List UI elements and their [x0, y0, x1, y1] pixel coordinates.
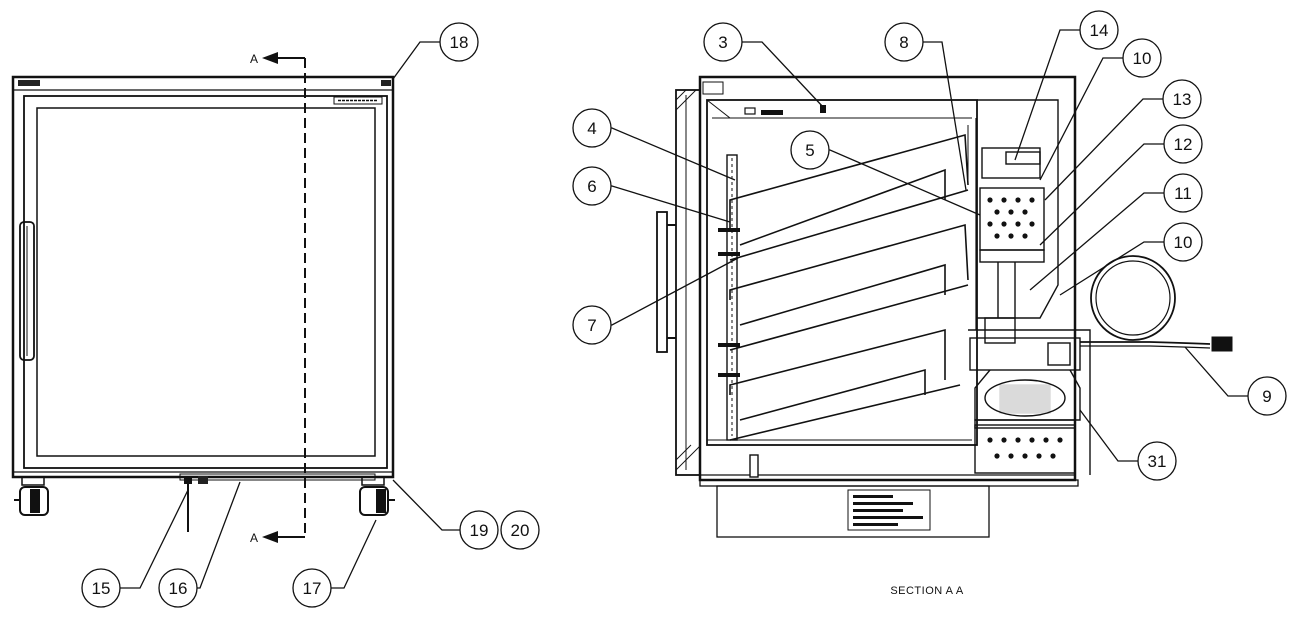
base-plate — [716, 485, 990, 538]
svg-text:14: 14 — [1090, 21, 1109, 40]
svg-text:5: 5 — [805, 141, 814, 160]
balloon-7: 7 — [572, 305, 612, 345]
balloon-17: 17 — [292, 568, 332, 608]
balloon-15: 15 — [81, 568, 121, 608]
svg-text:19: 19 — [470, 521, 489, 540]
svg-text:16: 16 — [169, 579, 188, 598]
svg-text:11: 11 — [1174, 184, 1192, 203]
section-handle — [656, 211, 668, 353]
svg-text:13: 13 — [1173, 90, 1192, 109]
svg-text:20: 20 — [511, 521, 530, 540]
balloon-6: 6 — [572, 166, 612, 206]
svg-text:3: 3 — [718, 33, 727, 52]
svg-text:4: 4 — [587, 119, 596, 138]
section-view-leaders — [592, 29, 1248, 462]
balloon-13: 13 — [1162, 79, 1202, 119]
balloon-5: 5 — [790, 130, 830, 170]
section-marker-bottom: A — [250, 531, 258, 545]
svg-text:10: 10 — [1174, 233, 1193, 252]
data-plate — [847, 489, 931, 531]
coil-dots — [987, 197, 1035, 239]
balloon-10-top: 10 — [1122, 38, 1162, 78]
svg-text:7: 7 — [587, 316, 596, 335]
balloon-19: 19 — [459, 510, 499, 550]
balloon-8: 8 — [884, 22, 924, 62]
right-caster — [359, 476, 395, 516]
balloon-9: 9 — [1247, 376, 1287, 416]
door-section — [675, 89, 701, 476]
brand-badge — [333, 96, 383, 105]
svg-text:31: 31 — [1148, 452, 1167, 471]
section-title: SECTION A A — [890, 585, 964, 597]
evaporator-housing — [977, 99, 1059, 319]
condenser-dots — [987, 437, 1063, 459]
section-marker-top: A — [250, 52, 258, 66]
front-view-leaders — [120, 41, 460, 589]
wire-shelves — [729, 133, 969, 441]
condenser — [974, 424, 1076, 474]
machine-compartment — [968, 317, 1091, 475]
balloon-11: 11 — [1163, 173, 1203, 213]
balloon-18: 18 — [439, 22, 479, 62]
door-handle — [19, 221, 35, 361]
section-view — [656, 75, 1233, 538]
balloon-3: 3 — [703, 22, 743, 62]
evaporator-coil — [979, 187, 1045, 251]
balloon-20: 20 — [500, 510, 540, 550]
svg-text:8: 8 — [899, 33, 908, 52]
svg-text:9: 9 — [1262, 387, 1271, 406]
svg-text:18: 18 — [450, 33, 469, 52]
balloon-10-bottom: 10 — [1163, 222, 1203, 262]
svg-text:10: 10 — [1133, 49, 1152, 68]
power-cord — [1080, 255, 1233, 352]
balloon-16: 16 — [158, 568, 198, 608]
glass-panel — [36, 107, 376, 457]
door-frame — [23, 95, 388, 469]
balloon-12: 12 — [1163, 124, 1203, 164]
balloon-31: 31 — [1137, 441, 1177, 481]
svg-text:15: 15 — [92, 579, 111, 598]
balloon-14: 14 — [1079, 10, 1119, 50]
inner-liner — [706, 99, 978, 446]
svg-text:12: 12 — [1174, 135, 1193, 154]
left-caster — [14, 476, 49, 516]
cabinet-outline — [11, 75, 395, 479]
svg-text:17: 17 — [303, 579, 322, 598]
front-view: A A — [11, 52, 395, 545]
svg-text:6: 6 — [587, 177, 596, 196]
balloon-4: 4 — [572, 108, 612, 148]
